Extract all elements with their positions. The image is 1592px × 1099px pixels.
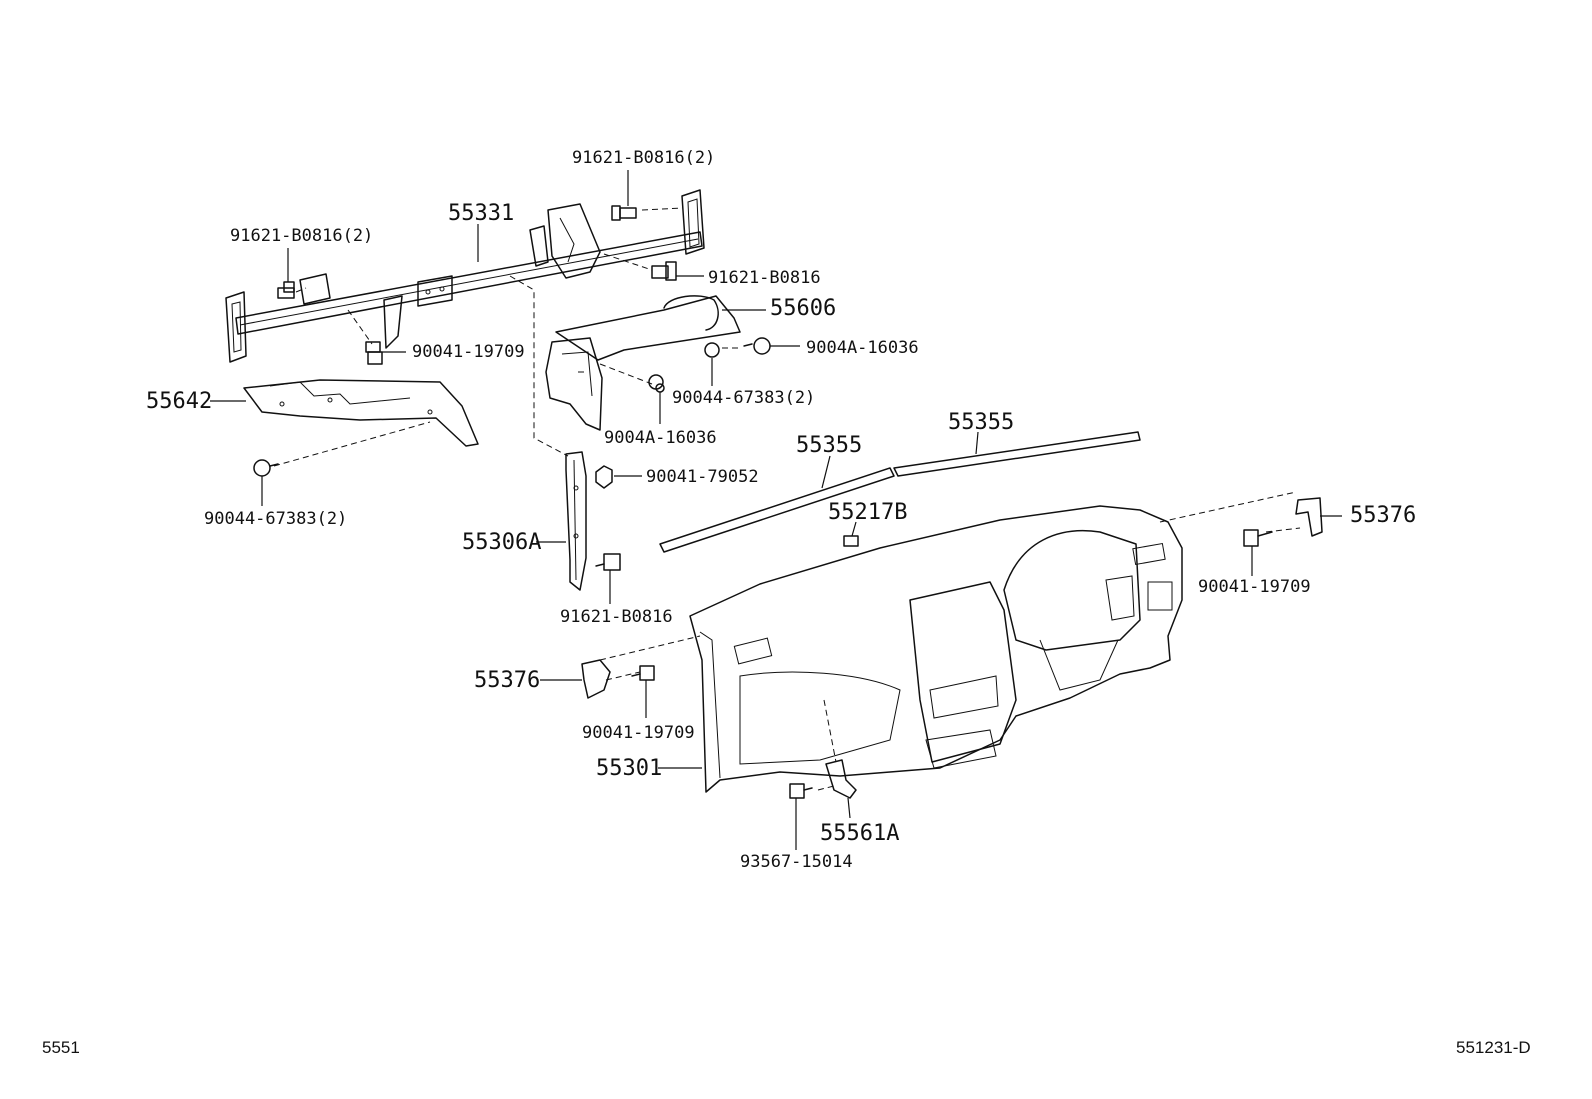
bolt-93567-15014 — [790, 784, 812, 798]
callout-55331: 55331 — [448, 201, 514, 226]
part-55561A-bracket — [826, 760, 856, 798]
part-55376-bracket-left — [582, 660, 610, 698]
leader-lines — [210, 170, 1342, 850]
bolt-90041-19709-left — [366, 342, 382, 364]
part-55606-bracket — [546, 296, 740, 430]
callout-55376-right: 55376 — [1350, 503, 1416, 528]
part-55642-lower-panel — [244, 380, 478, 446]
callout-90041-19709-lower: 90041-19709 — [582, 723, 695, 743]
bolt-91621-B0816-left — [278, 282, 294, 298]
callout-91621-B0816-mid: 91621-B0816 — [708, 268, 821, 288]
callout-90041-19709-right: 90041-19709 — [1198, 577, 1311, 597]
callout-labels: 91621-B0816(2) 55331 91621-B0816(2) 9162… — [146, 148, 1416, 872]
callout-91621-B0816-2-left: 91621-B0816(2) — [230, 226, 373, 246]
callout-90044-67383-2-left: 90044-67383(2) — [204, 509, 347, 529]
bolt-91621-B0816-lower — [596, 554, 620, 570]
bolt-91621-B0816-mid — [652, 262, 676, 280]
part-55355-weatherstrip-right — [894, 432, 1140, 476]
callout-91621-B0816-2-top: 91621-B0816(2) — [572, 148, 715, 168]
clip-9004A-16036-right — [744, 338, 770, 354]
callout-90044-67383-2-mid: 90044-67383(2) — [672, 388, 815, 408]
clip-90044-67383-mid — [649, 343, 719, 389]
page-code: 5551 — [42, 1038, 80, 1057]
callout-91621-B0816-lower: 91621-B0816 — [560, 607, 673, 627]
bolt-91621-B0816-top — [612, 206, 636, 220]
figure-code: 551231-D — [1456, 1038, 1531, 1057]
clip-90044-67383-left — [254, 460, 278, 476]
callout-55376-left: 55376 — [474, 668, 540, 693]
part-55376-bracket-right — [1296, 498, 1322, 536]
callout-55561A: 55561A — [820, 821, 899, 846]
callout-55355-left: 55355 — [796, 433, 862, 458]
part-55355-weatherstrip-left — [660, 468, 894, 552]
callout-93567-15014: 93567-15014 — [740, 852, 853, 872]
part-55331-reinforcement-beam — [226, 190, 704, 362]
callout-9004A-16036-mid: 9004A-16036 — [604, 428, 717, 448]
callout-55306A: 55306A — [462, 530, 541, 555]
fasteners — [254, 206, 1272, 798]
callout-55606: 55606 — [770, 296, 836, 321]
part-55301-instrument-panel — [690, 506, 1182, 792]
bolt-90041-19709-lower — [632, 666, 654, 680]
part-55306A-brace — [566, 452, 586, 590]
callout-9004A-16036-right: 9004A-16036 — [806, 338, 919, 358]
nut-90041-79052 — [596, 466, 612, 488]
part-55217B-clip — [844, 536, 858, 546]
callout-55355-right: 55355 — [948, 410, 1014, 435]
callout-90041-79052: 90041-79052 — [646, 467, 759, 487]
bolt-90041-19709-right — [1244, 530, 1272, 546]
assembly-lines — [274, 208, 1300, 790]
callout-55301: 55301 — [596, 756, 662, 781]
callout-55217B: 55217B — [828, 500, 907, 525]
callout-90041-19709-left: 90041-19709 — [412, 342, 525, 362]
callout-55642: 55642 — [146, 389, 212, 414]
